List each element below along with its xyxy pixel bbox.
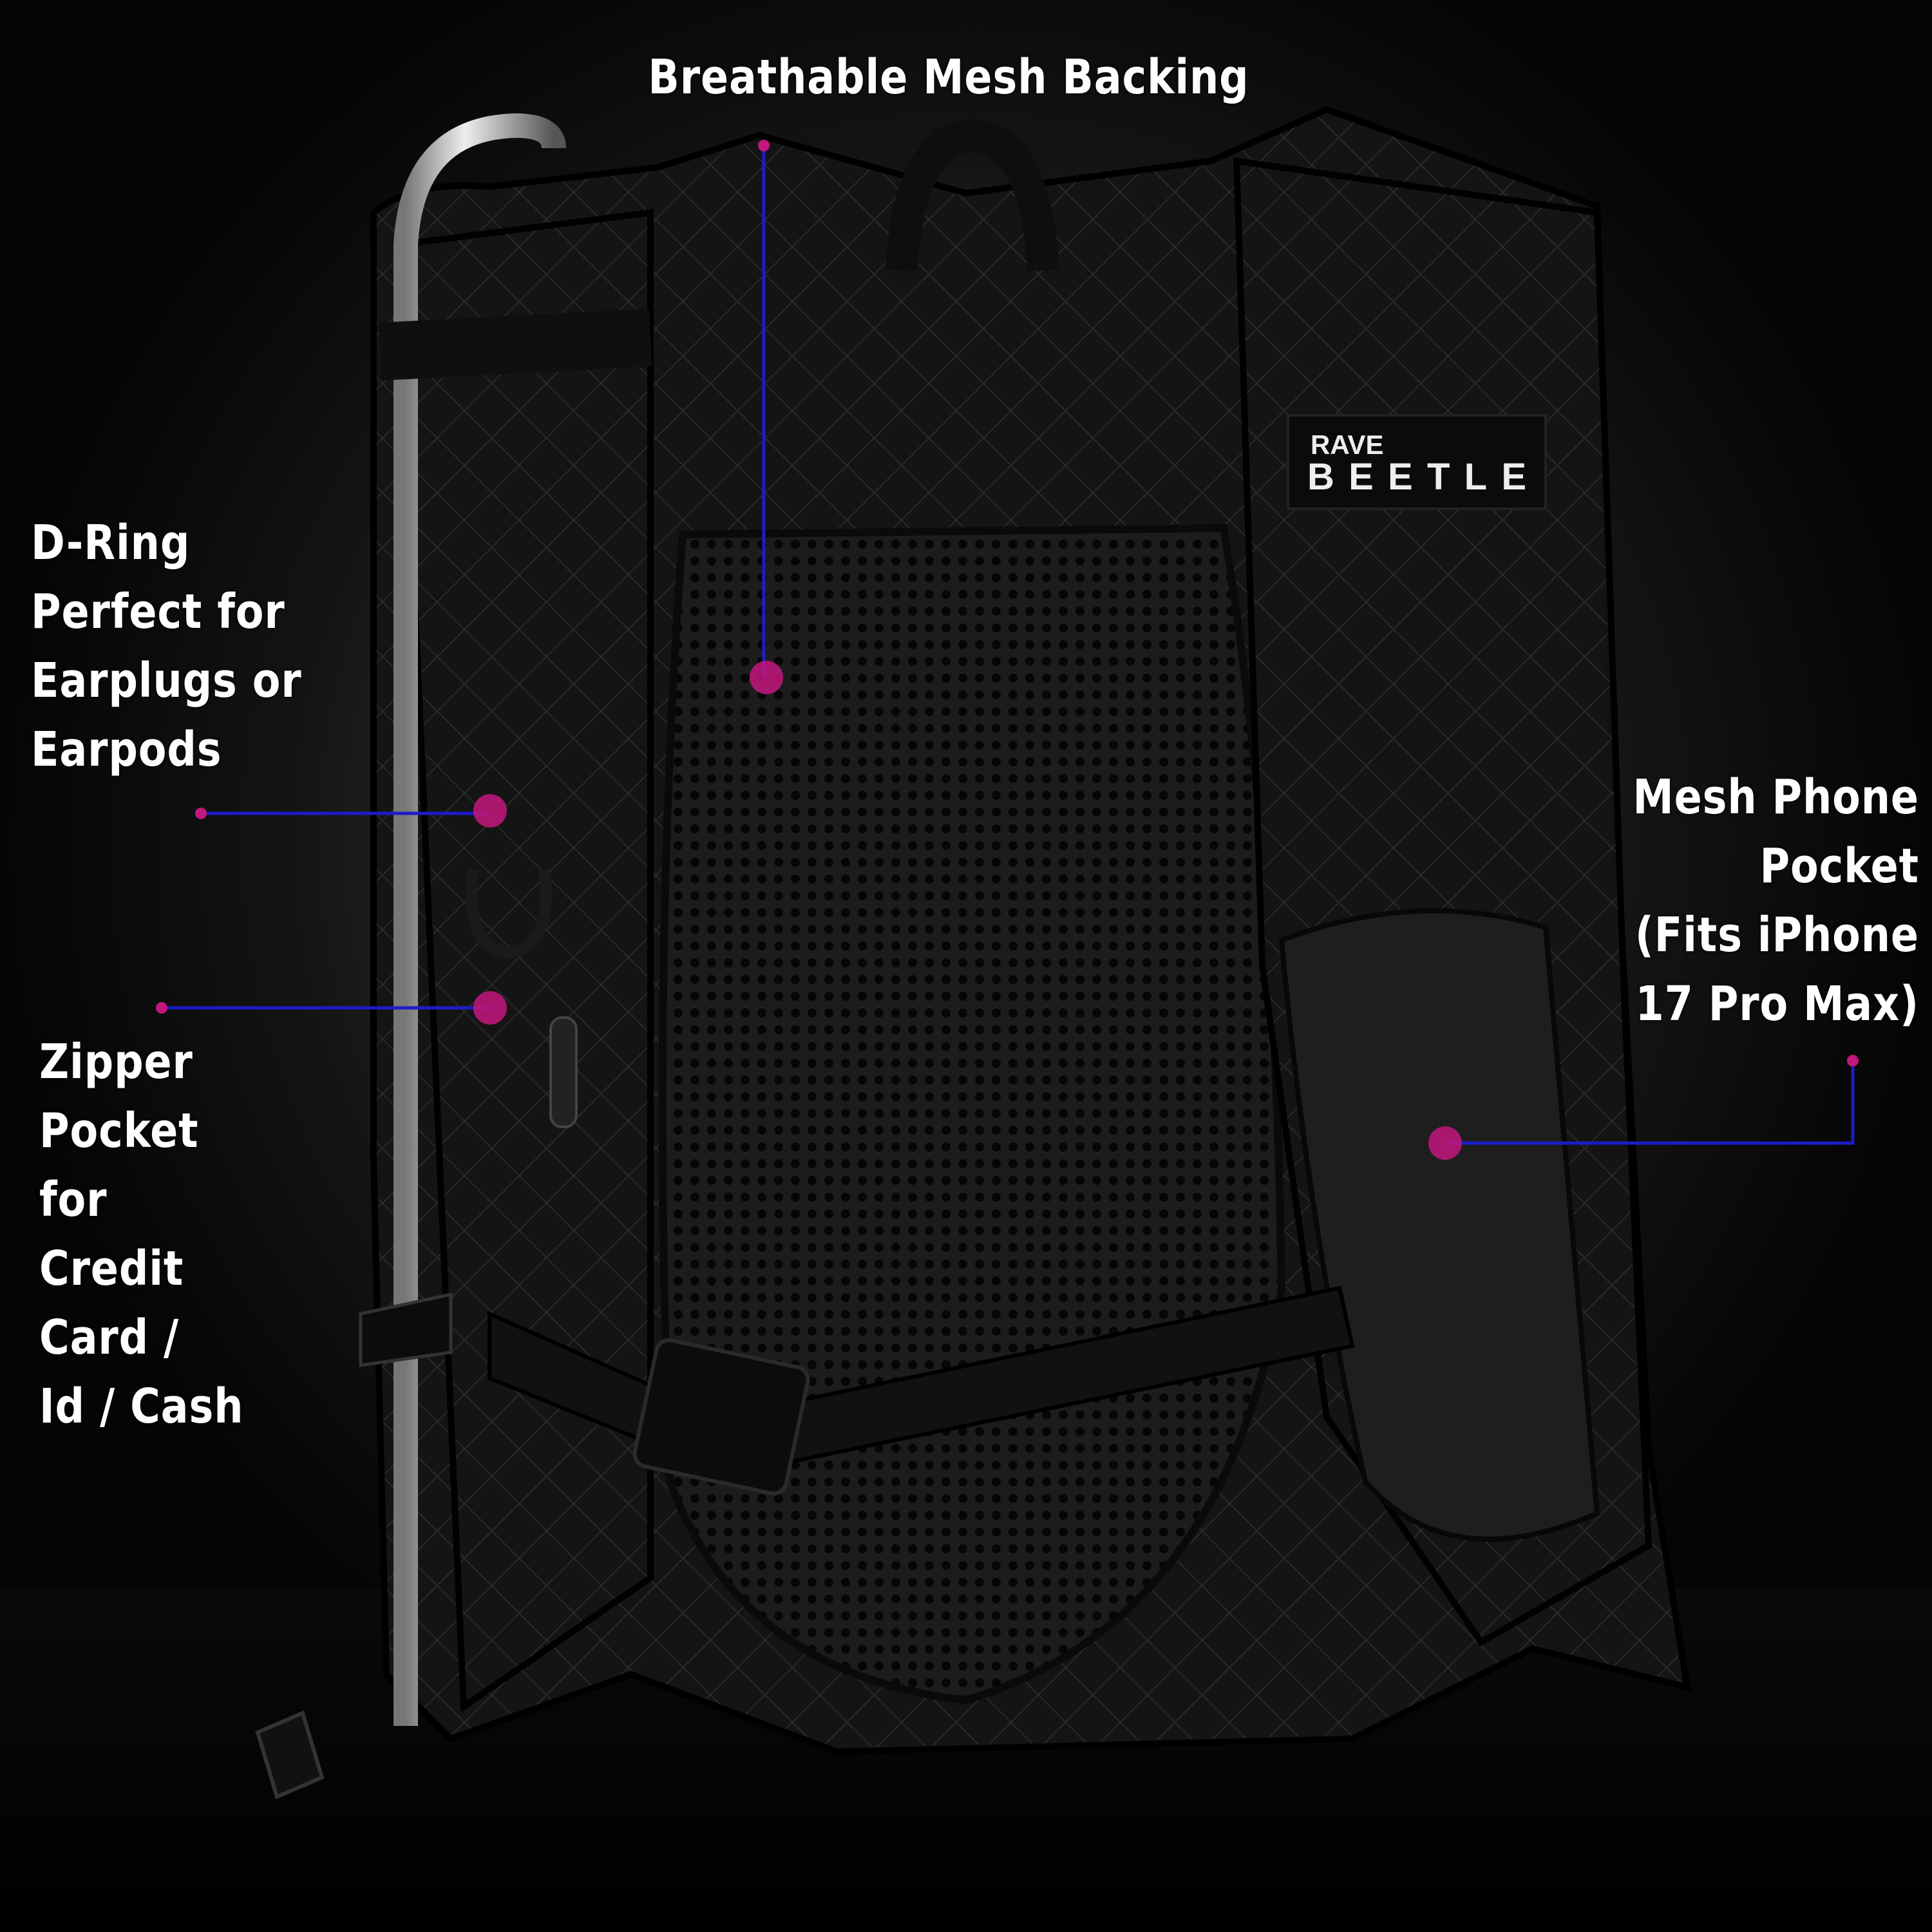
d-ring [466, 868, 552, 960]
callout-mesh-phone-pocket: Mesh Phone Pocket (Fits iPhone 17 Pro Ma… [1633, 763, 1919, 1039]
breathable-dot-small [758, 140, 770, 151]
phone-dot-small [1847, 1055, 1859, 1066]
callout-d-ring: D-Ring Perfect for Earplugs or Earpods [31, 509, 302, 784]
tube-strap [379, 308, 652, 381]
bite-valve [255, 1710, 325, 1800]
mesh-phone-pocket [1278, 908, 1600, 1542]
callout-dots [156, 140, 1859, 1160]
callout-zipper-pocket: Zipper Pocket for Credit Card / Id / Cas… [39, 1028, 243, 1441]
breathable-dot [750, 661, 783, 694]
phone-leader [1445, 1061, 1855, 1145]
callout-line: Pocket [1759, 838, 1919, 894]
zipper-dot [473, 991, 507, 1025]
callout-line: D-Ring [31, 515, 191, 571]
callout-line: Id / Cash [39, 1379, 244, 1434]
callout-line: 17 Pro Max) [1635, 976, 1919, 1032]
callout-line: Zipper [39, 1034, 193, 1090]
buckle [632, 1338, 810, 1496]
left-shoulder-strap [395, 209, 654, 1713]
callout-line: Card / [39, 1310, 180, 1365]
dring-dot-small [195, 808, 207, 819]
mesh-back-panel [658, 524, 1286, 1705]
callout-line: Earplugs or [31, 653, 302, 708]
callout-breathable-mesh: Breathable Mesh Backing [133, 45, 1765, 109]
callout-line: Pocket [39, 1103, 199, 1159]
callout-line: for [39, 1172, 108, 1227]
callout-line: Perfect for [31, 584, 285, 639]
dring-dot [473, 794, 507, 828]
zipper-pull [549, 1016, 578, 1128]
callout-line: Credit [39, 1241, 184, 1296]
callout-line: (Fits iPhone [1634, 907, 1919, 963]
top-handle [886, 118, 1059, 272]
callout-line: Breathable Mesh Backing [648, 50, 1249, 105]
callout-line: Earpods [31, 722, 222, 777]
hydration-tube [393, 113, 566, 1726]
phone-dot [1428, 1126, 1462, 1160]
brand-label [1287, 414, 1547, 510]
zipper-dot-small [156, 1002, 167, 1014]
tube-clip [359, 1292, 453, 1367]
leader-lines [162, 146, 1855, 1145]
callout-line: Mesh Phone [1633, 770, 1919, 825]
brand-label-line1: RAVE [1311, 430, 1384, 460]
